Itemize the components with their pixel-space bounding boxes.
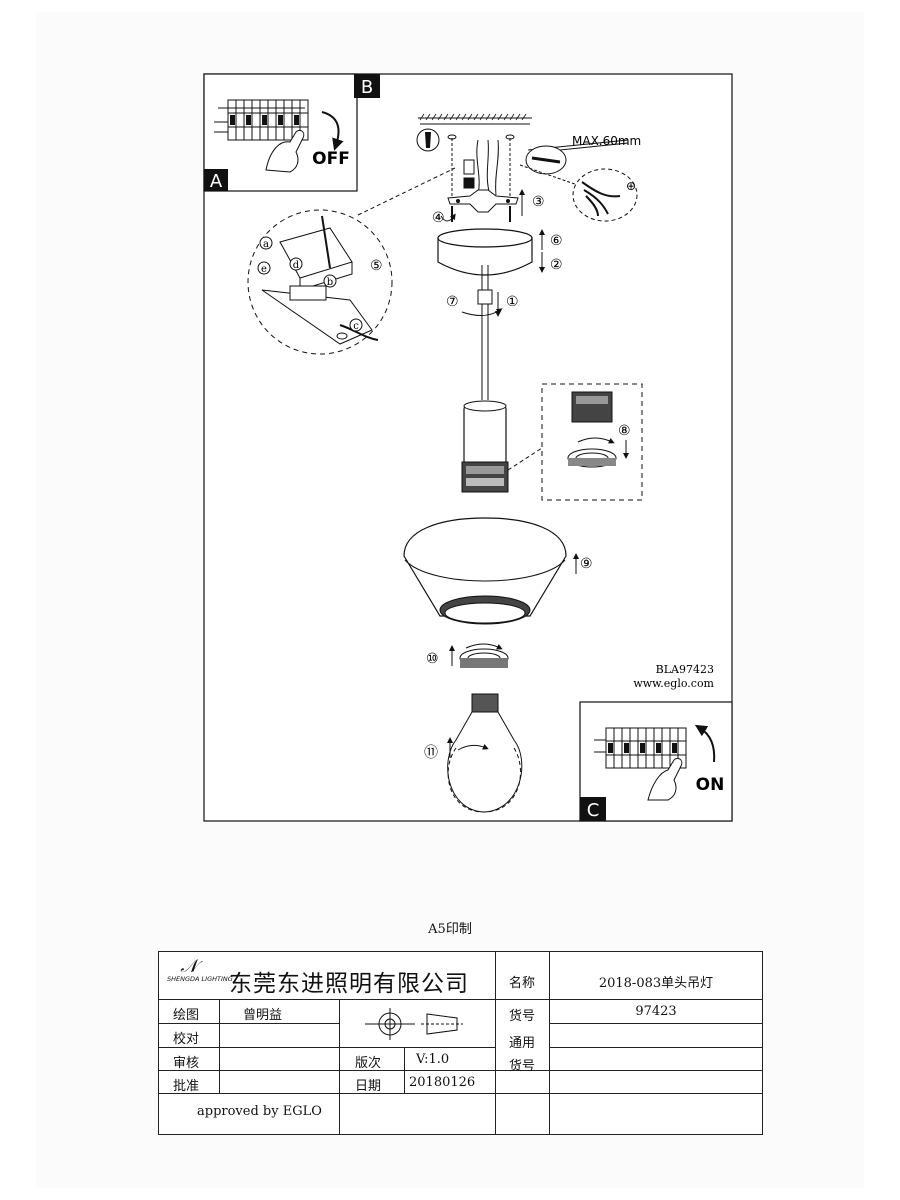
- step-2: ②: [550, 257, 563, 273]
- breaker-strip-icon: [214, 99, 309, 141]
- common-label-2: 货号: [509, 1059, 536, 1074]
- model-code: BLA97423: [656, 663, 714, 676]
- suspension-cord: ⑦ ①: [446, 265, 519, 400]
- print-note: A5印制: [428, 922, 472, 937]
- drill-icon: [416, 128, 440, 152]
- rotate-up-arrow-icon: [694, 724, 716, 763]
- lamp-shade: ⑨: [403, 517, 593, 625]
- assembly-diagram: B A OFF: [203, 73, 733, 822]
- approved-label: 批准: [173, 1079, 200, 1094]
- step-7: ⑦: [446, 294, 459, 310]
- cable-length-callout: MAX.60mm ⊕: [519, 134, 641, 222]
- breaker-strip-icon: [594, 727, 687, 769]
- detail-letter-d: d: [293, 260, 300, 271]
- drawn-label: 绘图: [173, 1008, 200, 1023]
- projection-symbol-icon: [365, 1008, 463, 1040]
- max-length-label: MAX.60mm: [572, 134, 641, 148]
- switch-off-panel: B A OFF: [203, 73, 380, 192]
- lamp-holder: [461, 400, 509, 493]
- step-8: ⑧: [618, 423, 631, 439]
- item-no-value: 97423: [635, 1004, 677, 1019]
- off-label: OFF: [312, 149, 350, 169]
- rotate-down-arrow-icon: [321, 111, 344, 151]
- light-bulb: ⑪: [424, 693, 523, 813]
- date-value: 20180126: [409, 1075, 476, 1090]
- ceiling-hatch: [418, 113, 532, 125]
- date-label: 日期: [355, 1079, 382, 1094]
- common-label-1: 通用: [509, 1036, 536, 1051]
- logo: 𝒩 SHENGDA LIGHTING: [167, 956, 233, 983]
- name-label: 名称: [509, 976, 536, 991]
- company-name: 东莞东进照明有限公司: [229, 971, 469, 997]
- step-3: ③: [532, 194, 545, 210]
- earth-symbol-icon: ⊕: [626, 179, 636, 193]
- step-9: ⑨: [580, 556, 593, 572]
- detail-letter-c: c: [353, 321, 359, 332]
- hand-icon: [647, 757, 683, 801]
- hand-icon: [265, 129, 305, 173]
- step-11: ⑪: [424, 745, 438, 761]
- version-value: V:1.0: [416, 1052, 450, 1067]
- step-10: ⑩: [426, 651, 439, 667]
- mounting-screws: [447, 134, 515, 200]
- shade-ring: ⑩: [426, 643, 509, 668]
- detail-letter-b: b: [327, 277, 333, 288]
- item-no-label: 货号: [509, 1009, 536, 1024]
- on-label: ON: [696, 775, 725, 795]
- drawn-value: 曾明益: [243, 1008, 283, 1023]
- step-5: ⑤: [370, 258, 383, 274]
- switch-on-panel: C ON: [579, 701, 733, 822]
- checked-label: 校对: [173, 1032, 200, 1047]
- reviewed-label: 审核: [173, 1056, 200, 1071]
- version-label: 版次: [355, 1056, 382, 1071]
- logo-mark-icon: 𝒩: [180, 956, 198, 977]
- step-1: ①: [506, 294, 519, 310]
- ring-detail-box: ⑧: [507, 383, 643, 501]
- panel-label-b: B: [361, 77, 373, 98]
- wiring-detail-callout: a b c d e ⑤: [247, 167, 456, 355]
- canopy: ⑥ ②: [437, 228, 563, 276]
- detail-letter-e: e: [261, 264, 267, 275]
- step-6: ⑥: [550, 233, 563, 249]
- approved-by: approved by EGLO: [197, 1104, 322, 1119]
- website: www.eglo.com: [633, 677, 714, 690]
- title-block: 𝒩 SHENGDA LIGHTING 东莞东进照明有限公司 绘图 曾明益 校对 …: [158, 951, 763, 1135]
- detail-letter-a: a: [263, 239, 269, 250]
- name-value: 2018-083单头吊灯: [598, 976, 714, 991]
- step-4: ④: [432, 210, 445, 226]
- panel-label-c: C: [587, 800, 600, 821]
- panel-label-a: A: [210, 171, 223, 192]
